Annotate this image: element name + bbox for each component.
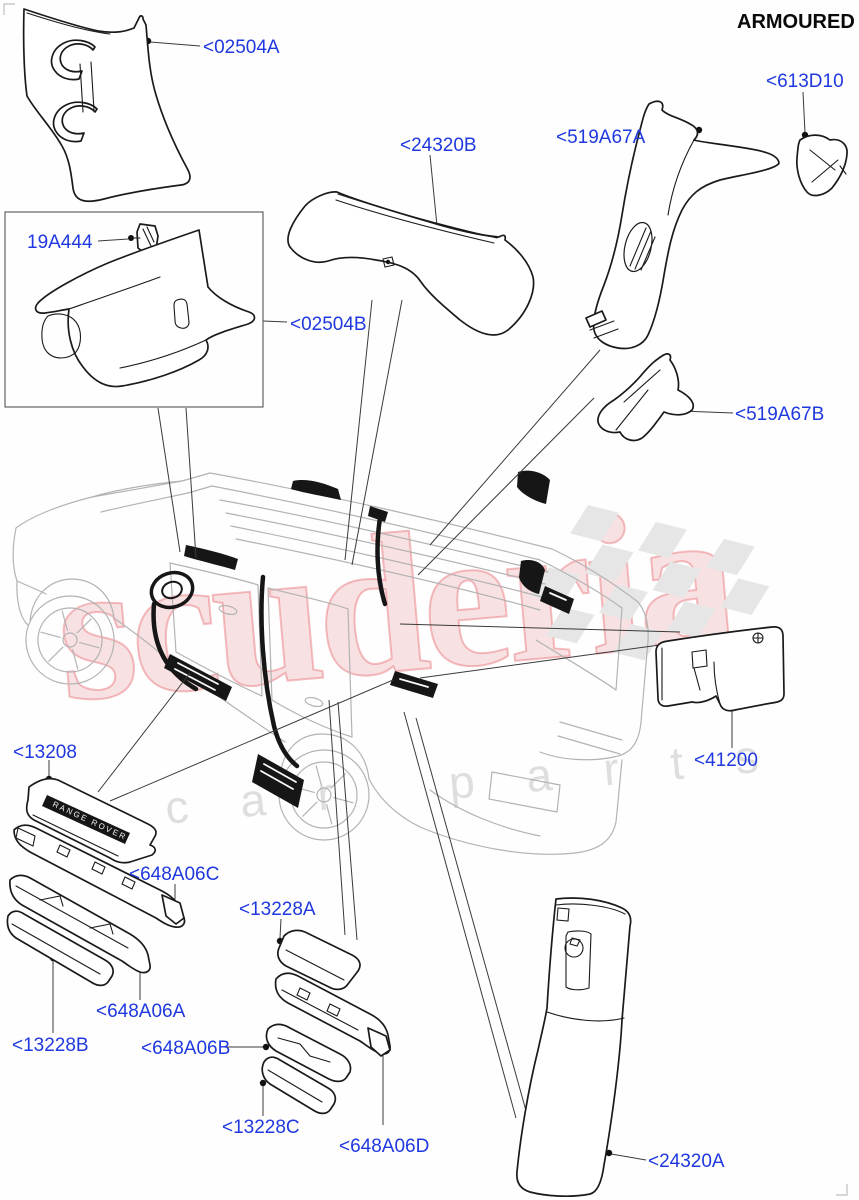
part-519A67A-drawing — [585, 100, 780, 350]
part-648A06A-drawing — [9, 874, 151, 974]
part-label-41200[interactable]: <41200 — [694, 750, 758, 771]
part-label-613D10[interactable]: <613D10 — [766, 71, 844, 92]
part-648A06B-drawing — [274, 972, 391, 1057]
part-label-519A67B[interactable]: <519A67B — [735, 404, 824, 425]
part-labels: <02504A <24320B <519A67A <613D10 19A444 … — [12, 37, 844, 1172]
part-label-519A67A[interactable]: <519A67A — [556, 127, 646, 148]
part-label-13228C[interactable]: <13228C — [222, 1117, 300, 1138]
part-648A06B-lower-drawing — [265, 1023, 352, 1083]
part-13228B-drawing — [6, 910, 115, 987]
variant-label: ARMOURED — [737, 11, 855, 33]
part-613D10-drawing — [796, 134, 848, 197]
part-13228C-drawing — [261, 1056, 337, 1115]
part-label-13228A[interactable]: <13228A — [239, 899, 316, 920]
corner-marks — [3, 3, 848, 1196]
vehicle-illustration — [12, 470, 649, 855]
part-label-19A444[interactable]: 19A444 — [27, 232, 93, 253]
part-label-24320B[interactable]: <24320B — [400, 135, 477, 156]
part-label-02504A[interactable]: <02504A — [203, 37, 280, 58]
part-519A67B-drawing — [597, 353, 695, 442]
part-label-13208[interactable]: <13208 — [13, 742, 77, 763]
part-24320A-drawing — [516, 897, 632, 1198]
part-label-648A06D[interactable]: <648A06D — [339, 1136, 429, 1157]
part-label-02504B[interactable]: <02504B — [290, 314, 367, 335]
part-label-648A06A[interactable]: <648A06A — [96, 1001, 186, 1022]
part-648A06C-drawing — [13, 824, 186, 928]
part-label-648A06B[interactable]: <648A06B — [141, 1038, 230, 1059]
part-02504A-drawing — [22, 8, 191, 203]
part-13228A-drawing — [276, 929, 361, 991]
part-label-24320A[interactable]: <24320A — [648, 1151, 725, 1172]
part-label-648A06C[interactable]: <648A06C — [129, 864, 219, 885]
part-label-13228B[interactable]: <13228B — [12, 1035, 89, 1056]
part-41200-drawing — [655, 626, 785, 712]
inset-box-02504B — [4, 211, 264, 408]
part-24320B-drawing — [287, 191, 535, 336]
